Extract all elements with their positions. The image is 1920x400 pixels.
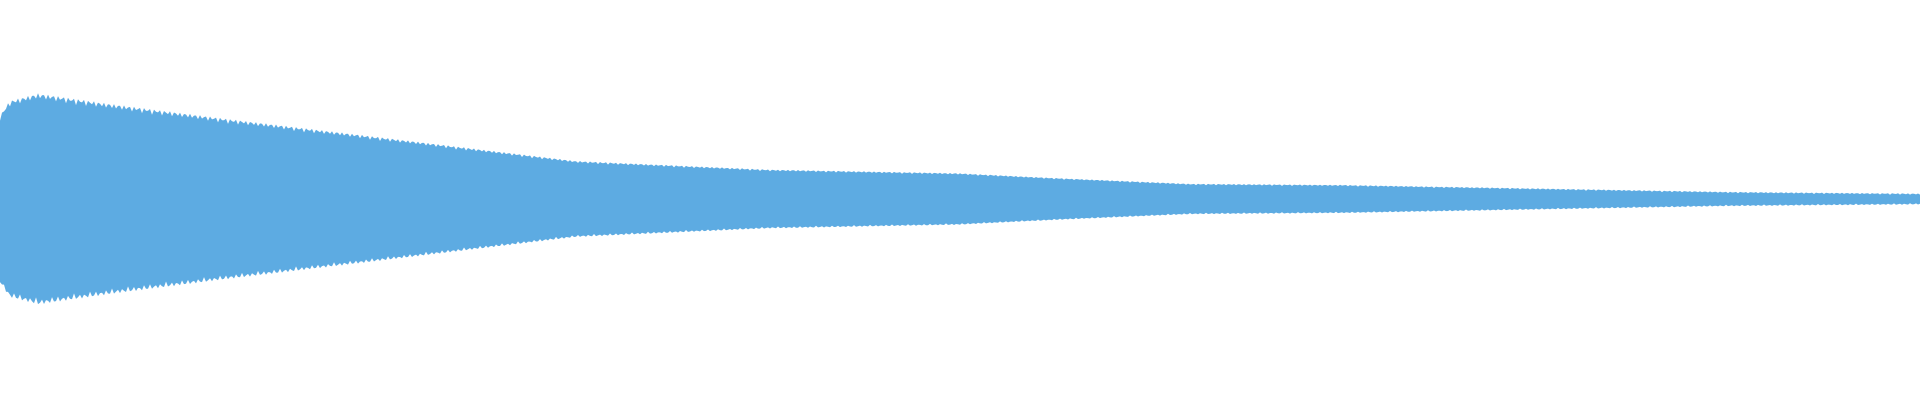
waveform-shape — [0, 93, 1920, 305]
